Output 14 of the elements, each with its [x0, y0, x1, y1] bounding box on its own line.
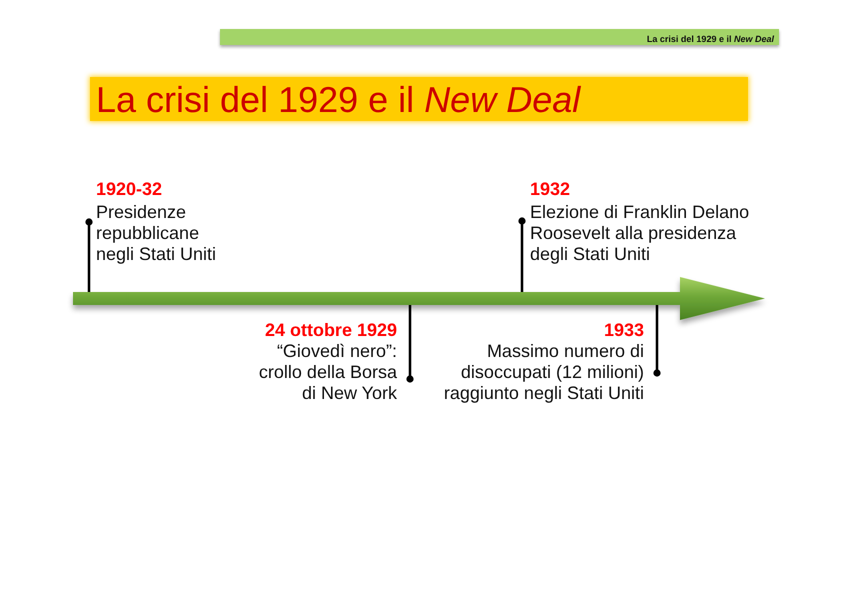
- event-description: “Giovedì nero”: crollo della Borsa di New York: [258, 341, 397, 404]
- header-title: La crisi del 1929 e il New Deal: [646, 34, 774, 44]
- event-description: Elezione di Franklin Delano Roosevelt alla presidenza degli Stati Uniti: [530, 202, 750, 265]
- pin-line: [406, 305, 414, 383]
- event-date: 1933: [602, 320, 644, 341]
- event-date: 1932: [530, 179, 572, 200]
- slide-title: La crisi del 1929 e il New Deal: [96, 80, 580, 120]
- event-description: Presidenze repubblicane negli Stati Uniti: [96, 202, 218, 265]
- timeline-arrow: [73, 277, 765, 320]
- pin-line: [653, 305, 661, 377]
- event-description: Massimo numero di disoccupati (12 milioni) raggiunto negli Stati Uniti: [442, 341, 644, 404]
- event-date: 1920-32: [96, 179, 164, 200]
- pin-line: [518, 217, 526, 292]
- event-date: 24 ottobre 1929: [264, 320, 397, 341]
